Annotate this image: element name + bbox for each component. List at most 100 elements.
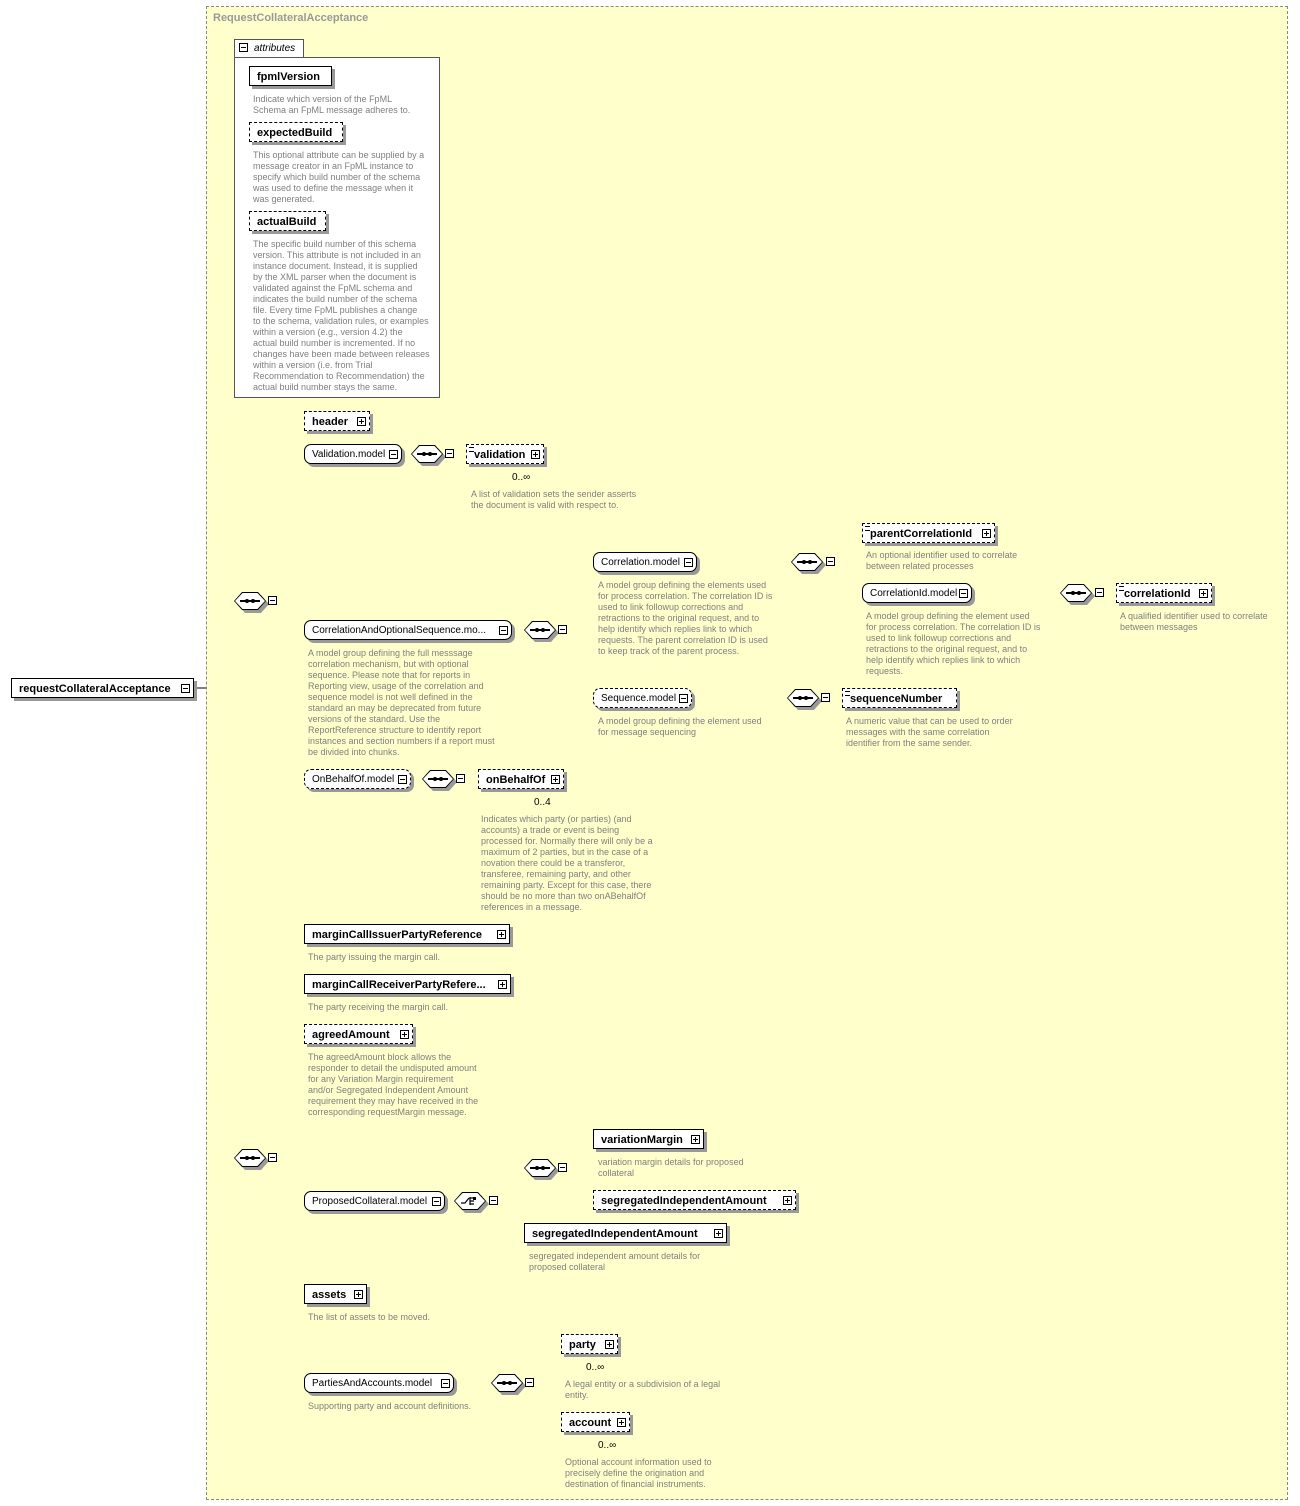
element-segregated-independent-amount[interactable]: segregatedIndependentAmount bbox=[524, 1223, 727, 1243]
expand-icon[interactable] bbox=[714, 1229, 723, 1238]
element-description: segregated independent amount details fo… bbox=[529, 1251, 701, 1272]
collapse-icon[interactable] bbox=[456, 774, 465, 783]
expand-icon[interactable] bbox=[982, 529, 991, 538]
collapse-icon[interactable] bbox=[268, 596, 277, 605]
attribute-expected-build[interactable]: expectedBuild bbox=[249, 122, 343, 142]
collapse-icon[interactable] bbox=[389, 450, 398, 459]
element-label: correlationId bbox=[1124, 588, 1191, 600]
sequence-compositor-icon[interactable] bbox=[422, 770, 457, 791]
collapse-icon[interactable] bbox=[489, 1196, 498, 1205]
element-variation-margin[interactable]: variationMargin bbox=[593, 1129, 704, 1149]
group-description: A model group defining the full messsage… bbox=[308, 648, 495, 757]
collapse-icon[interactable] bbox=[1095, 588, 1104, 597]
attribute-actual-build[interactable]: actualBuild bbox=[249, 211, 326, 231]
element-parent-correlation-id[interactable]: parentCorrelationId bbox=[862, 523, 995, 543]
element-label: onBehalfOf bbox=[486, 774, 546, 786]
sequence-compositor-icon[interactable] bbox=[524, 621, 559, 642]
collapse-icon[interactable] bbox=[826, 557, 835, 566]
expand-icon[interactable] bbox=[497, 930, 506, 939]
expand-icon[interactable] bbox=[1199, 589, 1208, 598]
expand-icon[interactable] bbox=[691, 1135, 700, 1144]
group-sequence-model[interactable]: Sequence.model bbox=[593, 688, 692, 708]
element-label: segregatedIndependentAmount bbox=[601, 1195, 767, 1207]
root-element-label: requestCollateralAcceptance bbox=[19, 683, 171, 695]
element-label: validation bbox=[474, 449, 526, 461]
element-description: The party receiving the margin call. bbox=[308, 1002, 449, 1012]
collapse-icon[interactable] bbox=[499, 626, 508, 635]
sequence-compositor-icon[interactable] bbox=[524, 1159, 559, 1180]
root-element-request-collateral-acceptance[interactable]: requestCollateralAcceptance bbox=[11, 678, 194, 698]
element-description: The list of assets to be moved. bbox=[308, 1312, 431, 1322]
group-description: A model group defining the element used … bbox=[866, 611, 1041, 676]
sequence-compositor-icon[interactable] bbox=[491, 1374, 526, 1395]
collapse-icon[interactable] bbox=[268, 1153, 277, 1162]
element-description: variation margin details for proposed co… bbox=[598, 1157, 744, 1178]
element-label: parentCorrelationId bbox=[870, 528, 973, 540]
element-header[interactable]: header bbox=[304, 411, 370, 431]
attribute-description: This optional attribute can be supplied … bbox=[253, 150, 425, 204]
element-description: An optional identifier used to correlate… bbox=[866, 550, 1018, 571]
collapse-icon[interactable] bbox=[181, 684, 190, 693]
element-validation[interactable]: validation bbox=[464, 442, 544, 464]
group-label: CorrelationAndOptionalSequence.mo... bbox=[312, 625, 486, 636]
collapse-icon[interactable] bbox=[558, 625, 567, 634]
expand-icon[interactable] bbox=[531, 450, 540, 459]
sequence-compositor-icon[interactable] bbox=[787, 689, 822, 710]
sequence-compositor-icon[interactable] bbox=[234, 592, 269, 613]
attribute-fpml-version[interactable]: fpmlVersion bbox=[249, 66, 332, 86]
attributes-tab[interactable]: attributes bbox=[234, 39, 304, 57]
group-label: Sequence.model bbox=[601, 693, 677, 704]
sequence-compositor-icon[interactable] bbox=[411, 445, 446, 466]
element-correlation-id[interactable]: correlationId bbox=[1116, 583, 1212, 603]
attributes-tab-label: attributes bbox=[254, 43, 296, 54]
element-margin-call-issuer-party-reference[interactable]: marginCallIssuerPartyReference bbox=[304, 924, 510, 944]
sequence-compositor-icon[interactable] bbox=[791, 553, 826, 574]
collapse-icon[interactable] bbox=[445, 449, 454, 458]
element-label: header bbox=[312, 416, 349, 428]
collapse-icon[interactable] bbox=[441, 1379, 450, 1388]
sequence-compositor-icon[interactable] bbox=[1060, 584, 1095, 605]
element-description: A list of validation sets the sender ass… bbox=[471, 489, 637, 510]
group-proposed-collateral-model[interactable]: ProposedCollateral.model bbox=[304, 1191, 445, 1211]
element-agreed-amount[interactable]: agreedAmount bbox=[304, 1024, 413, 1044]
group-on-behalf-of-model[interactable]: OnBehalfOf.model bbox=[304, 769, 411, 789]
element-margin-call-receiver-party-reference[interactable]: marginCallReceiverPartyRefere... bbox=[304, 974, 511, 994]
expand-icon[interactable] bbox=[357, 417, 366, 426]
element-description: A qualified identifier used to correlate… bbox=[1120, 611, 1268, 632]
group-correlation-and-optional-sequence-model[interactable]: CorrelationAndOptionalSequence.mo... bbox=[304, 620, 512, 640]
collapse-icon[interactable] bbox=[684, 558, 693, 567]
collapse-icon[interactable] bbox=[679, 694, 688, 703]
collapse-icon[interactable] bbox=[239, 43, 248, 52]
element-label: sequenceNumber bbox=[850, 693, 943, 705]
collapse-icon[interactable] bbox=[821, 693, 830, 702]
element-on-behalf-of[interactable]: onBehalfOf bbox=[476, 767, 564, 789]
collapse-icon[interactable] bbox=[432, 1197, 441, 1206]
group-correlation-id-model[interactable]: CorrelationId.model bbox=[862, 583, 972, 603]
attribute-label: expectedBuild bbox=[257, 127, 333, 139]
sequence-compositor-icon[interactable] bbox=[234, 1149, 269, 1170]
expand-icon[interactable] bbox=[617, 1418, 626, 1427]
expand-icon[interactable] bbox=[551, 775, 560, 784]
group-parties-and-accounts-model[interactable]: PartiesAndAccounts.model bbox=[304, 1373, 454, 1393]
element-party[interactable]: party bbox=[559, 1332, 618, 1354]
expand-icon[interactable] bbox=[498, 980, 507, 989]
expand-icon[interactable] bbox=[354, 1290, 363, 1299]
group-correlation-model[interactable]: Correlation.model bbox=[593, 552, 697, 572]
group-validation-model[interactable]: Validation.model bbox=[304, 444, 402, 464]
element-account[interactable]: account bbox=[559, 1410, 630, 1432]
expand-icon[interactable] bbox=[400, 1030, 409, 1039]
collapse-icon[interactable] bbox=[558, 1163, 567, 1172]
element-label: agreedAmount bbox=[312, 1029, 390, 1041]
expand-icon[interactable] bbox=[605, 1340, 614, 1349]
choice-switch-icon bbox=[461, 1197, 476, 1205]
element-sequence-number[interactable]: sequenceNumber bbox=[842, 688, 957, 708]
collapse-icon[interactable] bbox=[959, 589, 968, 598]
collapse-icon[interactable] bbox=[398, 775, 407, 784]
attribute-description: The specific build number of this schema… bbox=[253, 239, 430, 392]
element-segregated-independent-amount-optional[interactable]: segregatedIndependentAmount bbox=[593, 1190, 796, 1210]
choice-compositor-icon[interactable] bbox=[454, 1192, 489, 1213]
expand-icon[interactable] bbox=[783, 1196, 792, 1205]
collapse-icon[interactable] bbox=[525, 1378, 534, 1387]
element-assets[interactable]: assets bbox=[304, 1284, 367, 1304]
element-description: A legal entity or a subdivision of a leg… bbox=[565, 1379, 721, 1400]
